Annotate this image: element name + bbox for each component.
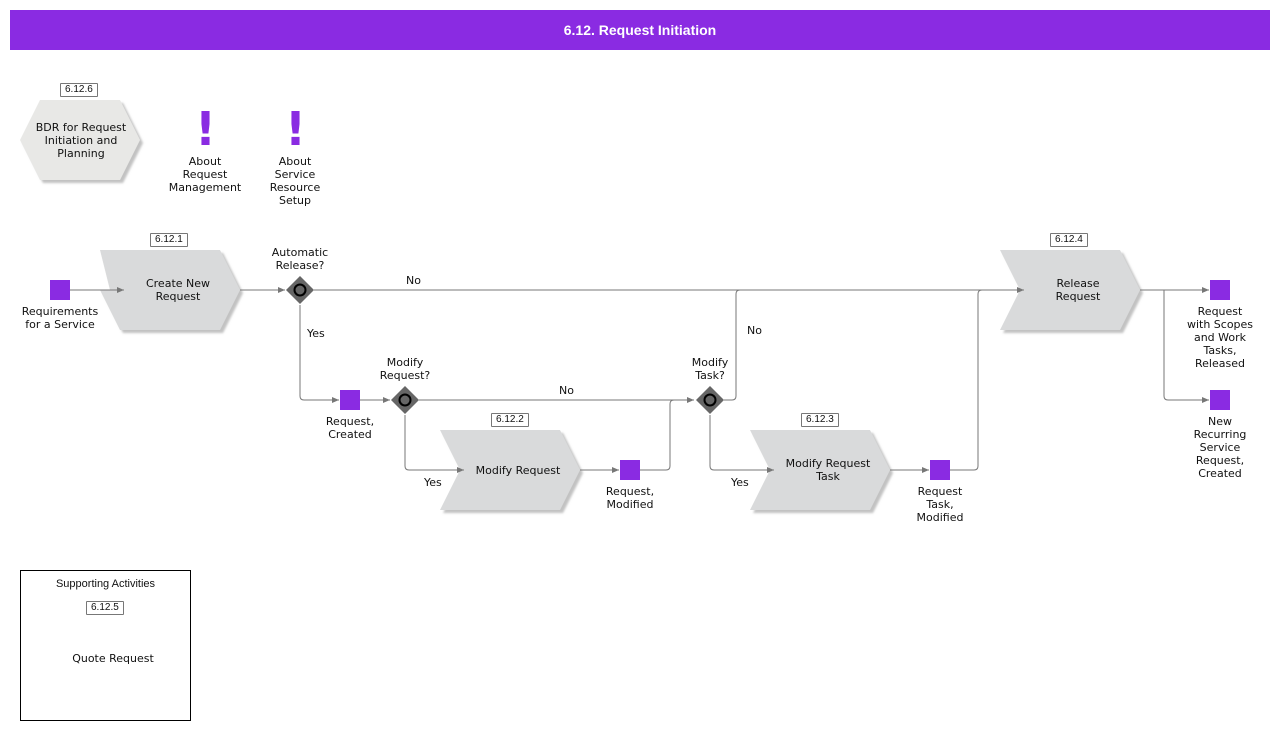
request-released-label: Request with Scopes and Work Tasks, Rele… <box>1186 305 1254 370</box>
about-service-resource-setup-label: About Service Resource Setup <box>269 155 321 207</box>
edge-release-to-recurring <box>1163 290 1209 403</box>
gateway-modify-task[interactable] <box>696 386 724 414</box>
edge-auto-yes <box>299 305 339 403</box>
modify-task-question-label: Modify Task? <box>691 356 729 382</box>
page-title: 6.12. Request Initiation <box>563 22 717 38</box>
edge-label-auto-no: No <box>406 274 421 287</box>
event-requirements[interactable] <box>50 280 70 300</box>
bdr-hexagon[interactable] <box>20 100 140 180</box>
modify-request-shape[interactable] <box>440 430 580 510</box>
release-request-shape[interactable] <box>1000 250 1140 330</box>
edge-label-auto-yes: Yes <box>307 327 325 340</box>
requirements-label: Requirements for a Service <box>21 305 99 331</box>
event-request-created[interactable] <box>340 390 360 410</box>
automatic-release-label: Automatic Release? <box>271 246 329 272</box>
page-title-bar: 6.12. Request Initiation <box>10 10 1270 50</box>
edge-label-modtask-yes: Yes <box>731 476 749 489</box>
modify-request-question-label: Modify Request? <box>379 356 431 382</box>
modify-request-ref: 6.12.2 <box>491 413 529 427</box>
modify-request-task-ref: 6.12.3 <box>801 413 839 427</box>
gateway-automatic-release[interactable] <box>286 276 314 304</box>
create-new-request-label: Create New Request <box>145 277 211 303</box>
bdr-ref: 6.12.6 <box>60 83 98 97</box>
request-created-label: Request, Created <box>325 415 375 441</box>
edge-label-modreq-yes: Yes <box>424 476 442 489</box>
quote-request-label: Quote Request <box>72 651 154 665</box>
gateway-modify-request[interactable] <box>391 386 419 414</box>
event-recurring-created[interactable] <box>1210 390 1230 410</box>
edge-modreq-yes <box>404 415 464 473</box>
supporting-activities-box: Supporting Activities <box>20 570 191 721</box>
edge-modified-to-modtask <box>640 399 675 471</box>
event-request-modified[interactable] <box>620 460 640 480</box>
supporting-activities-title: Supporting Activities <box>55 578 156 590</box>
modify-request-label: Modify Request <box>475 463 561 477</box>
edge-label-modtask-no: No <box>747 324 762 337</box>
event-request-task-modified[interactable] <box>930 460 950 480</box>
release-request-ref: 6.12.4 <box>1050 233 1088 247</box>
exclamation-icon[interactable]: ! <box>285 102 306 156</box>
about-request-management-label: About Request Management <box>168 155 242 194</box>
request-modified-label: Request, Modified <box>605 485 655 511</box>
edge-label-modreq-no: No <box>559 384 574 397</box>
edge-modtask-no <box>724 289 741 401</box>
recurring-created-label: New Recurring Service Request, Created <box>1193 415 1247 480</box>
event-request-released[interactable] <box>1210 280 1230 300</box>
edge-modtask-yes <box>709 415 774 473</box>
edge-taskmodified-to-release <box>950 289 983 471</box>
modify-request-task-shape[interactable] <box>750 430 890 510</box>
exclamation-icon[interactable]: ! <box>195 102 216 156</box>
modify-request-task-label: Modify Request Task <box>785 457 871 483</box>
request-task-modified-label: Request Task, Modified <box>916 485 964 524</box>
bdr-label: BDR for Request Initiation and Planning <box>35 120 127 160</box>
release-request-label: Release Request <box>1055 277 1101 303</box>
quote-request-ref: 6.12.5 <box>86 601 124 615</box>
create-new-request-ref: 6.12.1 <box>150 233 188 247</box>
create-new-request-shape[interactable] <box>100 250 240 330</box>
